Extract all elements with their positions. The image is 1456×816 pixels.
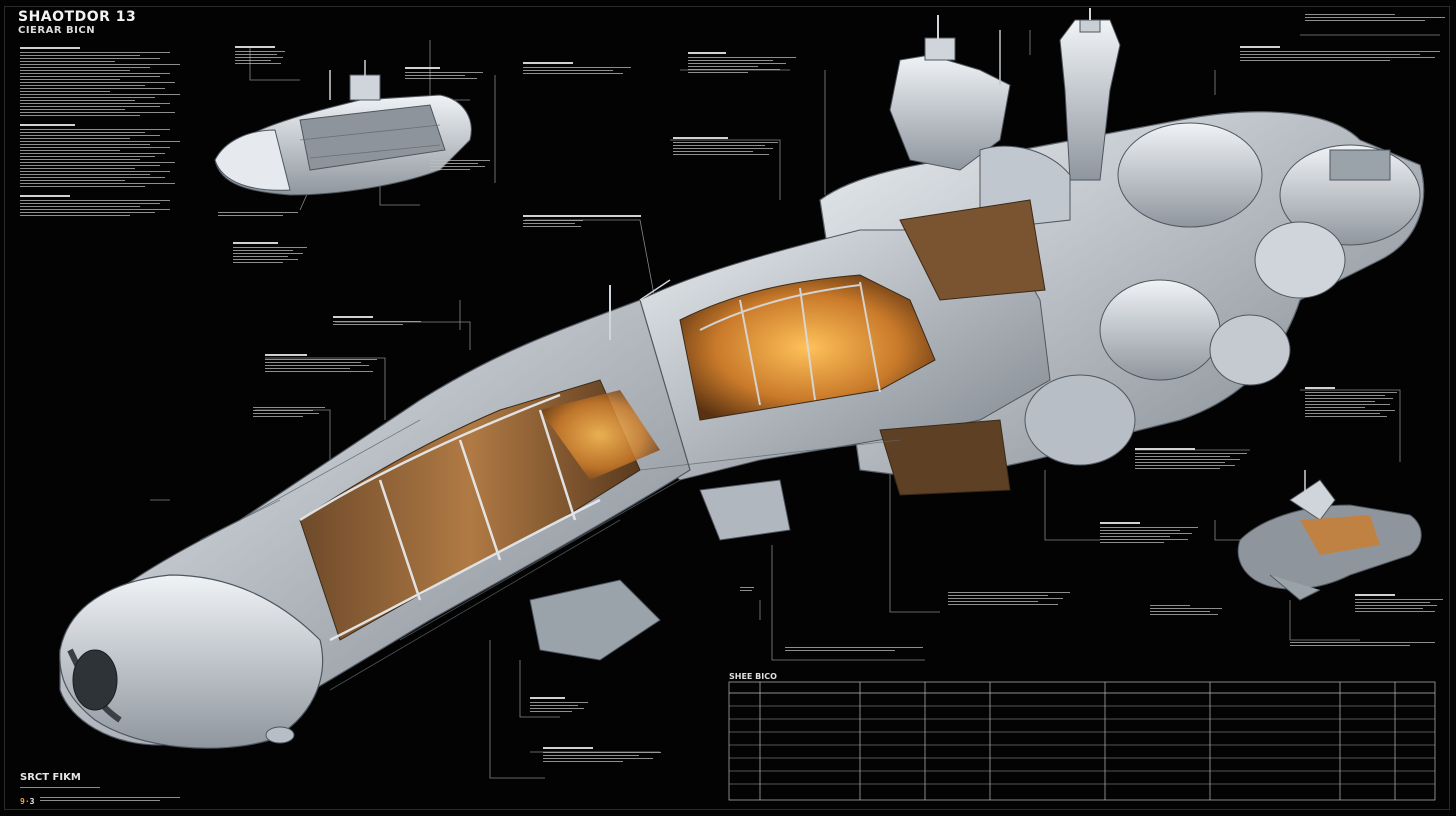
footer-spec-text (40, 795, 190, 803)
callout-block (1290, 640, 1440, 648)
callout-block (253, 405, 328, 419)
footer-code-main: 3 (29, 797, 35, 806)
poster-title: SHAOTDOR 13 (18, 9, 137, 25)
small-ship-top-left (214, 60, 472, 196)
poster-subtitle: CIERAR BICN (18, 25, 96, 36)
callout-block (1240, 44, 1445, 63)
footer-code: 9·3 (20, 797, 34, 806)
callout-block (235, 44, 285, 66)
callout-block (1305, 12, 1450, 23)
callout-block (523, 213, 643, 229)
footer-code-prefix: 9· (20, 797, 30, 806)
spec-table (728, 681, 1436, 801)
spec-table-title: SHEE BICO (729, 672, 777, 681)
callout-block (523, 60, 633, 76)
poster-frame (4, 6, 1450, 810)
callout-block (265, 352, 380, 374)
callout-block (405, 65, 485, 81)
small-ship-bottom-right (1237, 470, 1422, 601)
callout-block (233, 240, 311, 265)
callout-block (1355, 592, 1445, 614)
footer-spec-text (20, 785, 110, 790)
callout-block (688, 50, 798, 75)
callout-block (1100, 520, 1200, 545)
callout-block (543, 745, 663, 764)
callout-block (530, 695, 590, 714)
footer-label: SRCT FIKM (20, 772, 81, 783)
callout-block (1135, 446, 1250, 471)
callout-block (218, 210, 303, 218)
left-spec-text (20, 45, 185, 218)
callout-block (430, 158, 492, 172)
main-ship-cutaway (59, 8, 1425, 749)
callout-block (333, 314, 423, 327)
callout-block (1150, 603, 1225, 617)
callout-block (948, 590, 1073, 607)
callout-block (740, 585, 760, 593)
callout-block (1305, 385, 1400, 419)
callout-block (785, 645, 925, 653)
callout-block (673, 135, 783, 157)
